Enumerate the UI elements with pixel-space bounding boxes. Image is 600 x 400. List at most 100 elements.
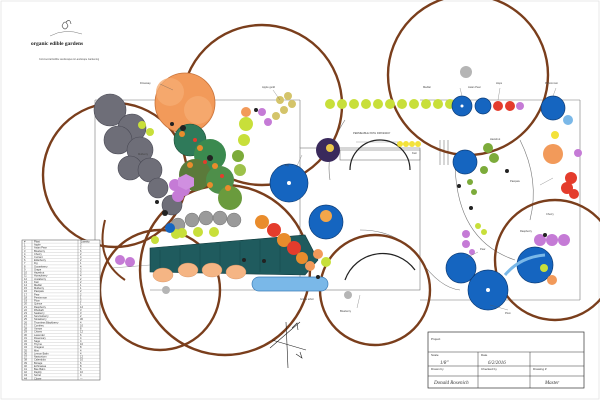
legend-cell: 12 (80, 305, 83, 309)
canopy-outline-southeast (493, 198, 600, 322)
legend-cell: Asian Pear (34, 246, 47, 250)
legend-cell: 34 (24, 345, 27, 349)
legend-cell: 44 (24, 376, 27, 380)
legend-cell: 2 (80, 246, 82, 250)
legend-cell: 30 (24, 333, 27, 337)
legend-cell: 4 (80, 351, 82, 355)
legend-cell: Bee Balm (34, 367, 45, 371)
legend-cell: 12 (24, 277, 27, 281)
legend-cell: Currant (34, 255, 43, 259)
legend-cell: 10 (80, 370, 83, 374)
legend-cell: Thornless Blackberry (34, 320, 59, 324)
herb-guild-cluster (173, 123, 242, 210)
label-driveway: Driveway (140, 81, 151, 85)
legend-header-cell: # (24, 239, 26, 243)
legend-cell: Borage (34, 361, 43, 365)
legend-cell: 23 (24, 311, 27, 315)
legend-cell: 20 (24, 302, 27, 306)
legend-cell: Nasturtium (34, 355, 47, 359)
legend-cell: 4 (80, 274, 82, 278)
legend-cell: 3 (24, 249, 26, 253)
permeable-driveway (339, 149, 421, 161)
north-border-shrubs (258, 92, 455, 147)
legend-cell: Sage (34, 339, 41, 343)
legend-cell: Quince (34, 302, 43, 306)
apple-guild-tree (154, 72, 216, 134)
tree-pear (445, 252, 477, 284)
label-hops: Hops (496, 81, 503, 85)
legend-cell: 1 (80, 261, 82, 265)
dark-purple-shrub (316, 138, 340, 162)
label-blueberry: Blueberry (340, 309, 352, 313)
tb-date-label: Date (481, 353, 488, 357)
legend-cell: 9 (24, 267, 26, 271)
legend-cell: 42 (24, 370, 27, 374)
legend-cell: 18 (24, 295, 27, 299)
legend-cell: 8 (80, 345, 82, 349)
legend-cell: Honeyberry (34, 274, 48, 278)
legend-cell: 37 (24, 355, 27, 359)
legend-cell: — (80, 377, 83, 380)
legend-cell: Pear (34, 292, 40, 296)
legend-cell: 4 (80, 348, 82, 352)
label-plum: Plum (505, 311, 511, 315)
legend-cell: 4 (24, 252, 26, 256)
legend-cell: Fig (34, 261, 38, 265)
legend-cell: 2 (80, 299, 82, 303)
legend-cell: Mulberry (34, 286, 45, 290)
legend-cell: 2 (80, 258, 82, 262)
legend-cell: 5 (24, 255, 26, 259)
company-name: organic edible gardens (31, 41, 83, 47)
legend-cell: 10 (80, 358, 83, 362)
legend-cell: 11 (24, 274, 27, 278)
legend-cell: 31 (24, 336, 27, 340)
label-hazelnut: Hazelnut (490, 137, 501, 141)
legend-cell: 14 (24, 283, 27, 287)
label-medlar: Medlar (423, 85, 431, 89)
gray-tree-cluster (93, 93, 183, 216)
legend-cell: 43 (24, 373, 27, 377)
tb-scale-value: 1/8" (440, 361, 449, 366)
legend-cell: 10 (80, 323, 83, 327)
company-logo (49, 20, 83, 37)
orange-fruit-chain (255, 215, 331, 271)
legend-cell: Clover (34, 376, 42, 380)
legend-cell: 16 (24, 289, 27, 293)
tb-scale-label: Scale (431, 353, 439, 357)
legend-cell: 41 (24, 367, 27, 371)
legend-cell: 12 (80, 330, 83, 334)
legend-cell: 27 (24, 323, 27, 327)
legend-cell: 4 (80, 320, 82, 324)
legend-cell: 40 (24, 364, 27, 368)
legend-cell: 32 (24, 339, 27, 343)
legend-cell: 3 (80, 271, 82, 275)
tree-hazelnut (452, 149, 478, 175)
label-persimmon: Persimmon (545, 81, 559, 85)
legend-cell: 4 (80, 339, 82, 343)
legend-cell: 1 (80, 286, 82, 290)
legend-cell: 12 (80, 355, 83, 359)
tree-persimmon (540, 95, 566, 121)
legend-cell: 2 (80, 289, 82, 293)
legend-cell: 4 (80, 373, 82, 377)
label-pear: Pear (480, 247, 486, 251)
label-pawpaw: Pawpaw (510, 179, 520, 183)
tree-trunk-markers (155, 108, 547, 279)
legend-cell: 22 (24, 308, 27, 312)
purple-hex-shrub (178, 174, 194, 190)
legend-cell: Chives (34, 330, 43, 334)
peach-shrubs (152, 262, 247, 283)
legend-cell: Yarrow (34, 327, 42, 331)
legend-cell: Blueberry (34, 249, 46, 253)
legend-cell: Comfrey (34, 323, 45, 327)
legend-cell: Daylily (34, 370, 42, 374)
label-asian-pear: Asian Pear (468, 85, 481, 89)
legend-cell: 4 (80, 264, 82, 268)
legend-cell: Hazelnut (34, 271, 45, 275)
legend-cell: 2 (24, 246, 26, 250)
legend-cell: 6 (80, 333, 82, 337)
legend-cell: Kiwi (34, 280, 39, 284)
legend-cell: 3 (80, 243, 82, 247)
